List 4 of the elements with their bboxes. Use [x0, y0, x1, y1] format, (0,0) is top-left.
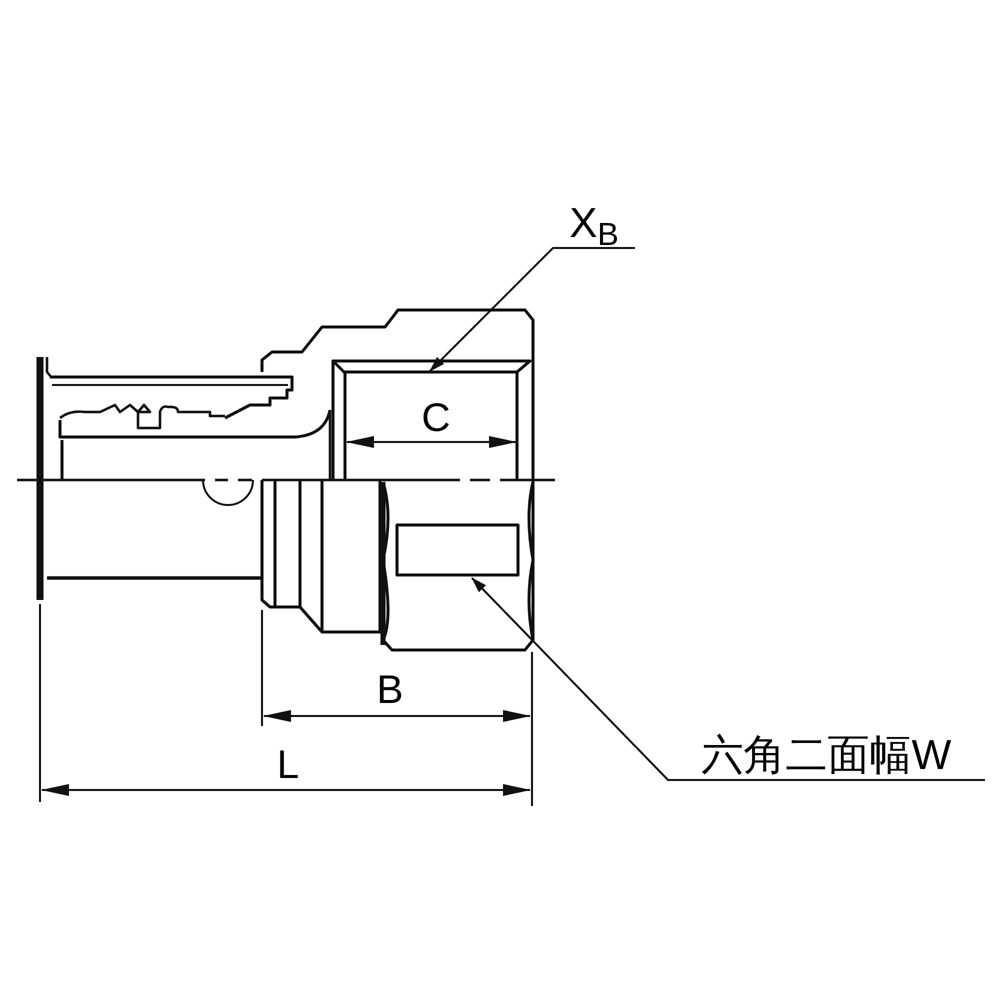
callout-text: 六角二面幅W	[702, 734, 952, 780]
callout-text: X$_{B}$	[569, 202, 619, 248]
leader-line	[429, 247, 635, 372]
leader-line	[471, 577, 985, 781]
